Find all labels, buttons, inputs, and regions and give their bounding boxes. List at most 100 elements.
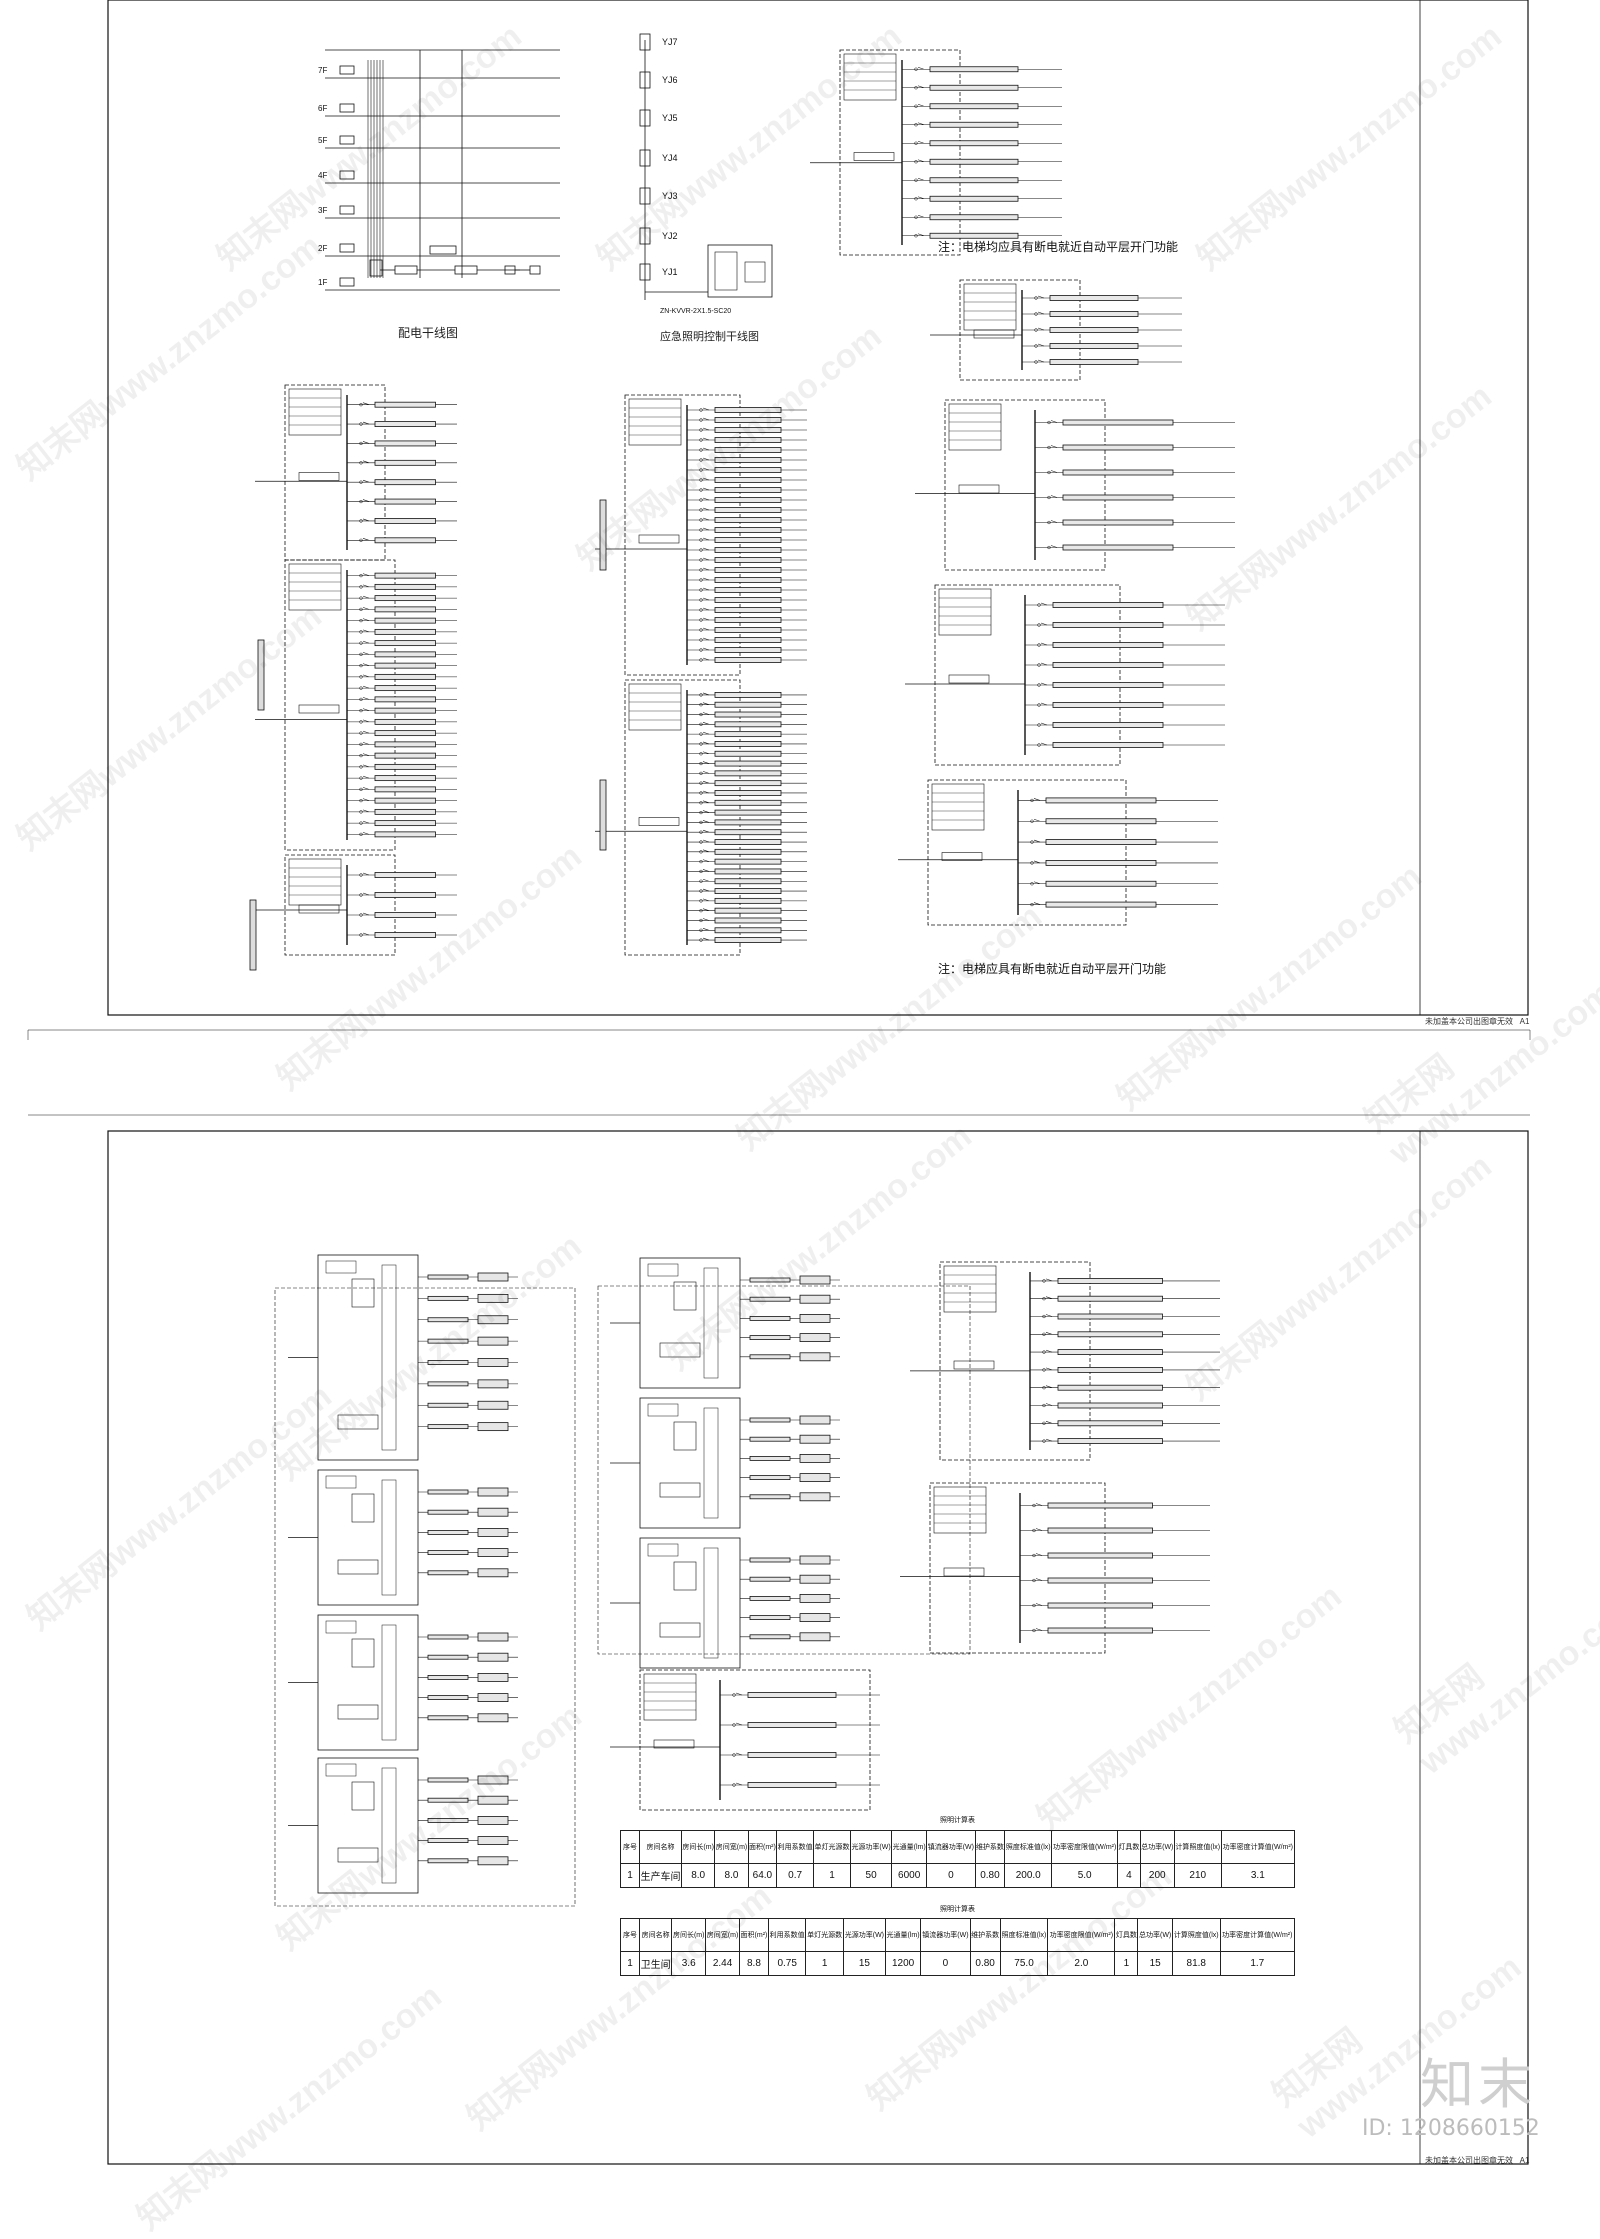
breaker-symbol (732, 1753, 736, 1757)
breaker-contact (917, 103, 925, 107)
circuit-text-placeholder (714, 557, 782, 563)
floor-label: 3F (318, 206, 328, 215)
bus-module (381, 1479, 397, 1596)
breaker-contact (1045, 1332, 1053, 1335)
circuit-text-placeholder (747, 1752, 837, 1758)
load-text-placeholder (477, 1272, 509, 1282)
breaker-symbol (1042, 1421, 1046, 1425)
load-text-placeholder (477, 1775, 509, 1785)
floor-panel-box (339, 243, 355, 253)
circuit-text-placeholder (427, 1797, 469, 1803)
breaker-contact (362, 820, 370, 824)
breaker-symbol (359, 873, 363, 877)
breaker-symbol (699, 438, 703, 442)
table-cell: 1 (1114, 1951, 1139, 1976)
emergency-battery-panel (317, 1469, 419, 1606)
breaker-symbol (1034, 344, 1038, 348)
breaker-contact (1050, 420, 1058, 423)
circuit-text-placeholder (374, 583, 436, 590)
breaker-symbol (359, 663, 363, 668)
breaker-contact (702, 627, 710, 631)
panel-parameter-block (843, 53, 897, 101)
circuit-text-placeholder (427, 1489, 469, 1495)
elevator-note-bottom: 注：电梯应具有断电就近自动平层开门功能 (938, 962, 1167, 976)
circuit-text-placeholder (427, 1634, 469, 1640)
breaker-symbol (699, 820, 703, 825)
breaker-symbol (1047, 420, 1051, 425)
breaker-symbol (1047, 520, 1051, 525)
circuit-text-placeholder (427, 1317, 469, 1323)
emergency-node-label: YJ4 (662, 153, 678, 163)
breaker-contact (1045, 1421, 1053, 1424)
circuit-text-placeholder (427, 1695, 469, 1700)
circuit-text-placeholder (749, 1615, 791, 1620)
breaker-symbol (359, 480, 363, 484)
table-header-cell: 总功率(W) (1137, 1918, 1173, 1952)
main-switch-box (853, 152, 895, 161)
sheet2-stamp-note: 未加盖本公司出图章无效 A1 (1425, 2156, 1530, 2165)
table-cell: 0.80 (969, 1951, 1001, 1976)
circuit-text-placeholder (374, 696, 436, 703)
table-cell: 200.0 (1004, 1863, 1053, 1888)
main-switch-box (958, 484, 1000, 494)
breaker-symbol (1032, 1578, 1036, 1583)
circuit-text-placeholder (714, 407, 782, 413)
breaker-contact (362, 629, 370, 633)
table-header-cell: 利用系数值 (767, 1918, 807, 1952)
breaker-contact (362, 460, 370, 464)
breaker-symbol (732, 1783, 736, 1787)
breaker-contact (1037, 327, 1045, 331)
breaker-contact (1045, 1385, 1053, 1388)
circuit-text-placeholder (714, 567, 782, 573)
breaker-symbol (699, 428, 703, 432)
load-text-placeholder (477, 1568, 509, 1578)
breaker-symbol (699, 722, 703, 726)
main-switch-box (941, 852, 983, 861)
load-text-placeholder (477, 1336, 509, 1346)
breaker-contact (702, 447, 710, 451)
circuit-text-placeholder (749, 1335, 791, 1340)
panel-name-plate (325, 1475, 357, 1489)
circuit-text-placeholder (714, 897, 782, 904)
circuit-text-placeholder (427, 1570, 469, 1576)
table-header-cell: 房间宽(m) (714, 1830, 749, 1864)
breaker-symbol (1042, 1314, 1046, 1319)
distribution-panel-boundary (624, 679, 741, 956)
panel-name-plate (647, 1403, 679, 1417)
circuit-text-placeholder (714, 437, 782, 443)
floor-panel-box (339, 205, 355, 215)
load-text-placeholder (799, 1594, 831, 1603)
circuit-text-placeholder (714, 427, 782, 433)
monitoring-module (673, 1561, 697, 1591)
breaker-contact (702, 712, 710, 715)
load-text-placeholder (477, 1652, 509, 1662)
circuit-text-placeholder (1057, 1438, 1163, 1444)
circuit-text-placeholder (374, 685, 436, 692)
breaker-symbol (699, 781, 703, 785)
circuit-text-placeholder (929, 84, 1019, 91)
bus-module (381, 1624, 397, 1741)
circuit-text-placeholder (1052, 742, 1164, 748)
circuit-text-placeholder (714, 917, 782, 924)
breaker-contact (702, 507, 710, 511)
distribution-panel-boundary (284, 559, 396, 851)
circuit-text-placeholder (374, 932, 436, 938)
breaker-symbol (359, 641, 363, 645)
breaker-symbol (699, 658, 703, 662)
breaker-contact (702, 417, 710, 421)
breaker-symbol (1030, 902, 1034, 907)
panel-name-plate (325, 1260, 357, 1274)
breaker-contact (362, 832, 370, 835)
circuit-text-placeholder (1049, 327, 1139, 333)
circuit-text-placeholder (374, 820, 436, 827)
breaker-contact (702, 829, 710, 833)
panel-name-plate (325, 1620, 357, 1634)
breaker-contact (735, 1752, 743, 1756)
table-header-cell: 计算照度值(lx) (1171, 1918, 1221, 1952)
breaker-contact (702, 918, 710, 921)
breaker-symbol (699, 801, 703, 805)
breaker-contact (1033, 798, 1041, 801)
breaker-contact (702, 587, 710, 591)
table-cell: 5.0 (1051, 1863, 1119, 1888)
circuit-text-placeholder (374, 595, 436, 602)
